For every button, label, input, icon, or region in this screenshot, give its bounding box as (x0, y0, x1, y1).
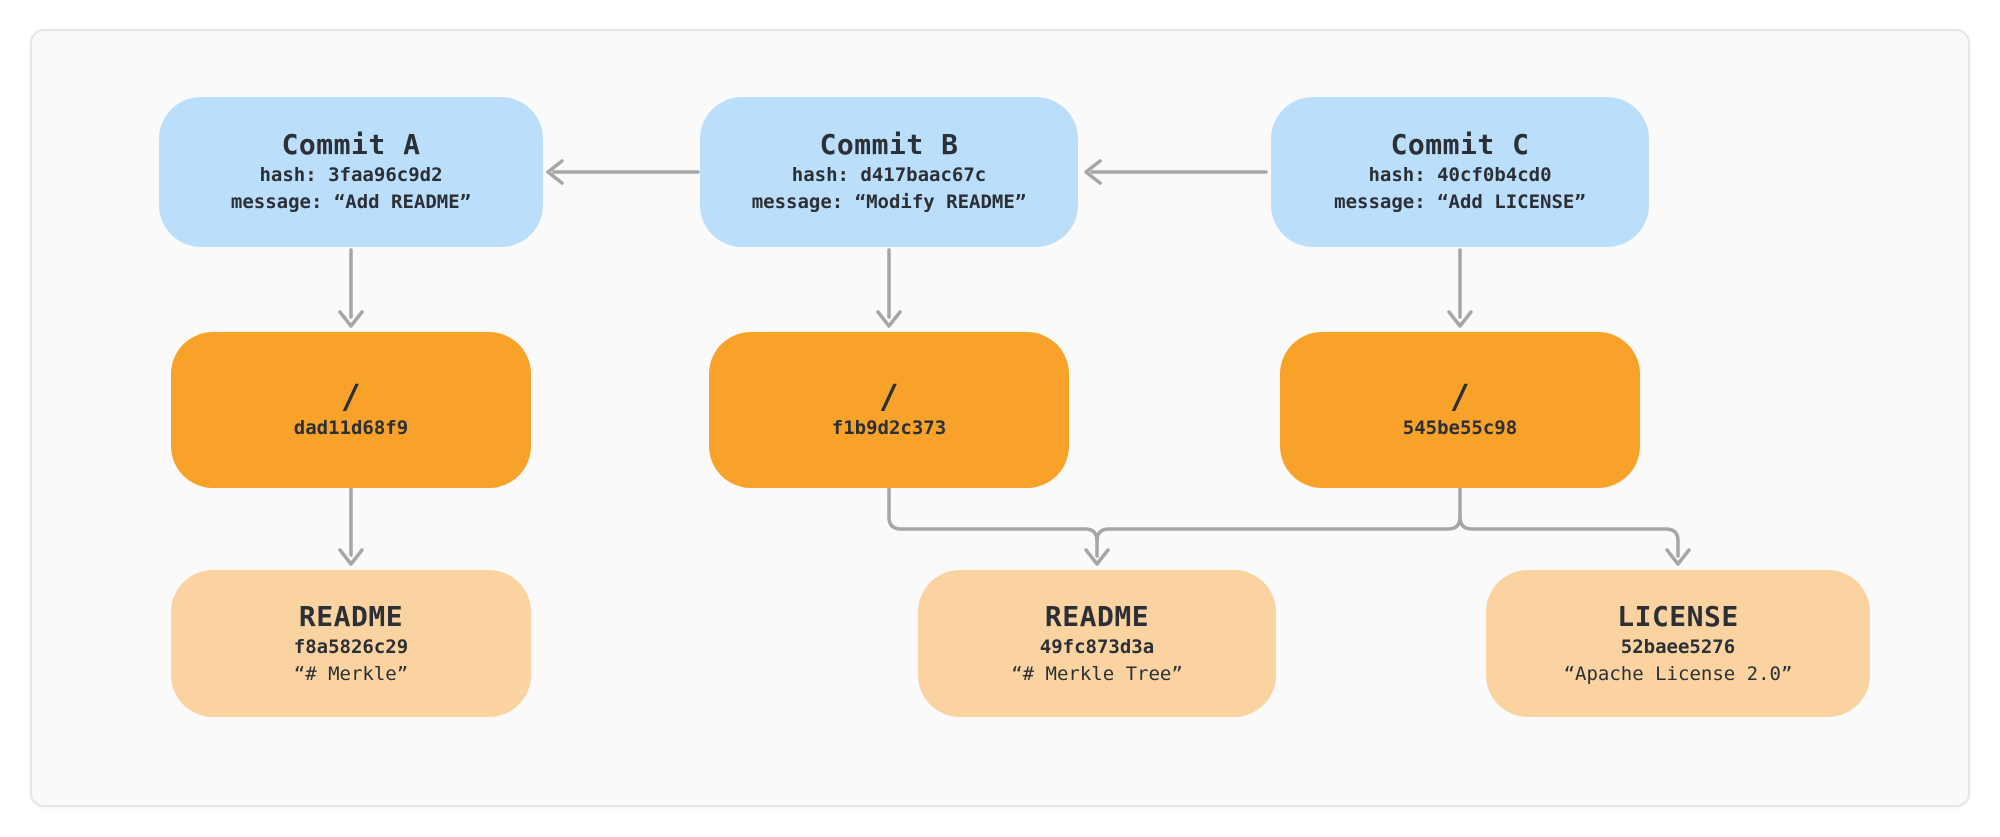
tree-1-hash: dad11d68f9 (293, 416, 409, 439)
tree-1-node: / dad11d68f9 (171, 332, 531, 488)
tree-2-node: / f1b9d2c373 (709, 332, 1069, 488)
edge-tree-3-to-blob-license (1458, 515, 1691, 566)
edge-commit-a-to-tree-1 (338, 248, 364, 328)
blob-readme-2-hash: 49fc873d3a (1039, 635, 1155, 658)
commit-c-node: Commit C hash: 40cf0b4cd0 message: “Add … (1271, 97, 1649, 247)
blob-readme-2-content: “# Merkle Tree” (1011, 662, 1183, 685)
commit-a-title: Commit A (281, 128, 421, 161)
blob-readme-1-node: README f8a5826c29 “# Merkle” (171, 570, 531, 717)
commit-c-title: Commit C (1390, 128, 1530, 161)
blob-license-node: LICENSE 52baee5276 “Apache License 2.0” (1486, 570, 1870, 717)
tree-3-hash: 545be55c98 (1402, 416, 1518, 439)
tree-3-node: / 545be55c98 (1280, 332, 1640, 488)
blob-readme-2-title: README (1044, 599, 1150, 633)
blob-readme-2-node: README 49fc873d3a “# Merkle Tree” (918, 570, 1276, 717)
tree-2-hash: f1b9d2c373 (831, 416, 947, 439)
commit-a-node: Commit A hash: 3faa96c9d2 message: “Add … (159, 97, 543, 247)
commit-b-title: Commit B (819, 128, 959, 161)
edge-tree-2-to-blob-readme-2 (887, 487, 1110, 566)
tree-3-title: / (1449, 376, 1471, 416)
blob-license-title: LICENSE (1617, 599, 1739, 633)
edge-tree-3-to-blob-readme-2 (1095, 487, 1462, 543)
commit-c-message: message: “Add LICENSE” (1334, 191, 1586, 213)
blob-readme-1-hash: f8a5826c29 (293, 635, 409, 658)
edge-commit-c-to-tree-3 (1447, 248, 1473, 328)
edge-commit-c-to-commit-b (1084, 159, 1268, 185)
commit-b-hash: hash: d417baac67c (791, 164, 987, 186)
blob-license-content: “Apache License 2.0” (1563, 662, 1793, 685)
tree-2-title: / (878, 376, 900, 416)
commit-b-message: message: “Modify README” (751, 191, 1027, 213)
blob-license-hash: 52baee5276 (1620, 635, 1736, 658)
edge-commit-b-to-commit-a (546, 159, 700, 185)
commit-a-message: message: “Add README” (230, 191, 472, 213)
edge-tree-1-to-blob-readme-1 (338, 487, 364, 566)
edge-commit-b-to-tree-2 (876, 248, 902, 328)
commit-b-node: Commit B hash: d417baac67c message: “Mod… (700, 97, 1078, 247)
blob-readme-1-content: “# Merkle” (293, 662, 409, 685)
commit-c-hash: hash: 40cf0b4cd0 (1368, 164, 1552, 186)
tree-1-title: / (340, 376, 362, 416)
blob-readme-1-title: README (298, 599, 404, 633)
commit-a-hash: hash: 3faa96c9d2 (259, 164, 443, 186)
